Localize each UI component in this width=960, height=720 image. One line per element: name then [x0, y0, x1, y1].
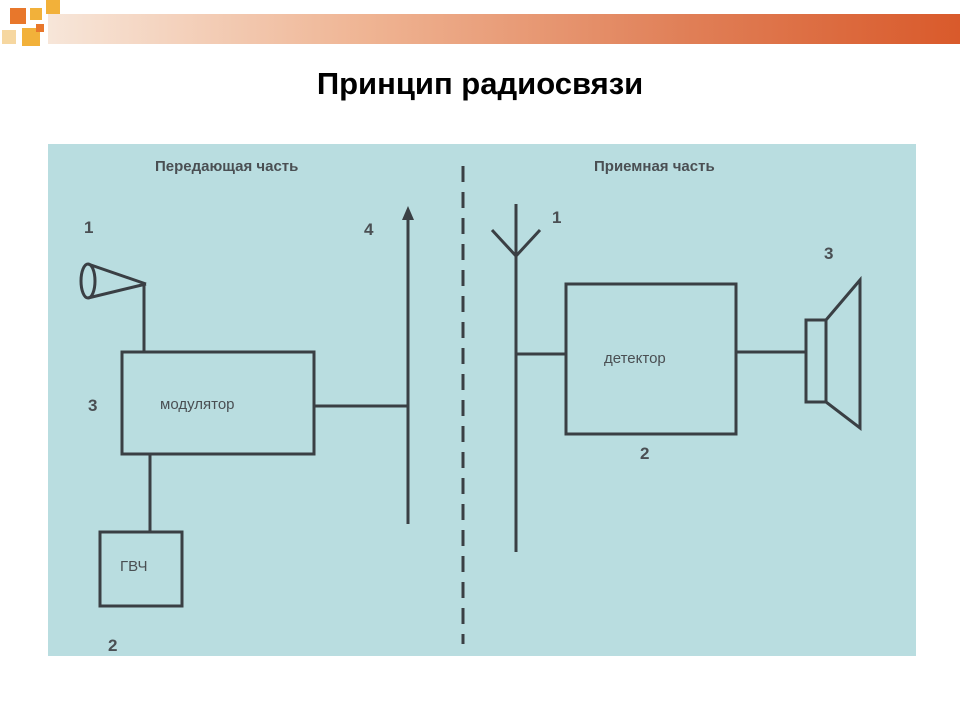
- detector-number: 2: [640, 444, 650, 463]
- loudspeaker-icon: [804, 275, 862, 432]
- microphone-icon: [79, 262, 147, 300]
- modulator-box: [120, 350, 316, 456]
- antenna-number: 4: [364, 220, 374, 239]
- microphone-number: 1: [84, 218, 94, 237]
- radio-communication-diagram: Передающая часть 1 3 модулятор ГВЧ 2 4 П…: [48, 144, 916, 656]
- speaker-number: 3: [824, 244, 834, 263]
- modulator-number: 3: [88, 396, 98, 415]
- receive-antenna-number: 1: [552, 208, 562, 227]
- detector-label: детектор: [604, 350, 666, 367]
- transmit-antenna-arrow-icon: [402, 206, 414, 220]
- generator-box: [98, 530, 184, 608]
- generator-label: ГВЧ: [120, 558, 148, 575]
- detector-box: [564, 282, 738, 436]
- header-gradient-bar: [48, 14, 960, 44]
- receive-antenna-fork-right: [514, 228, 542, 258]
- modulator-label: модулятор: [160, 396, 235, 413]
- receive-antenna-fork-left: [490, 228, 518, 258]
- slide-title: Принцип радиосвязи: [316, 66, 644, 101]
- transmitter-section-title: Передающая часть: [155, 158, 299, 175]
- receiver-section-title: Приемная часть: [594, 158, 715, 175]
- generator-number: 2: [108, 636, 118, 655]
- diagram-drawing: [79, 166, 862, 644]
- template-logo-icon: [0, 0, 70, 70]
